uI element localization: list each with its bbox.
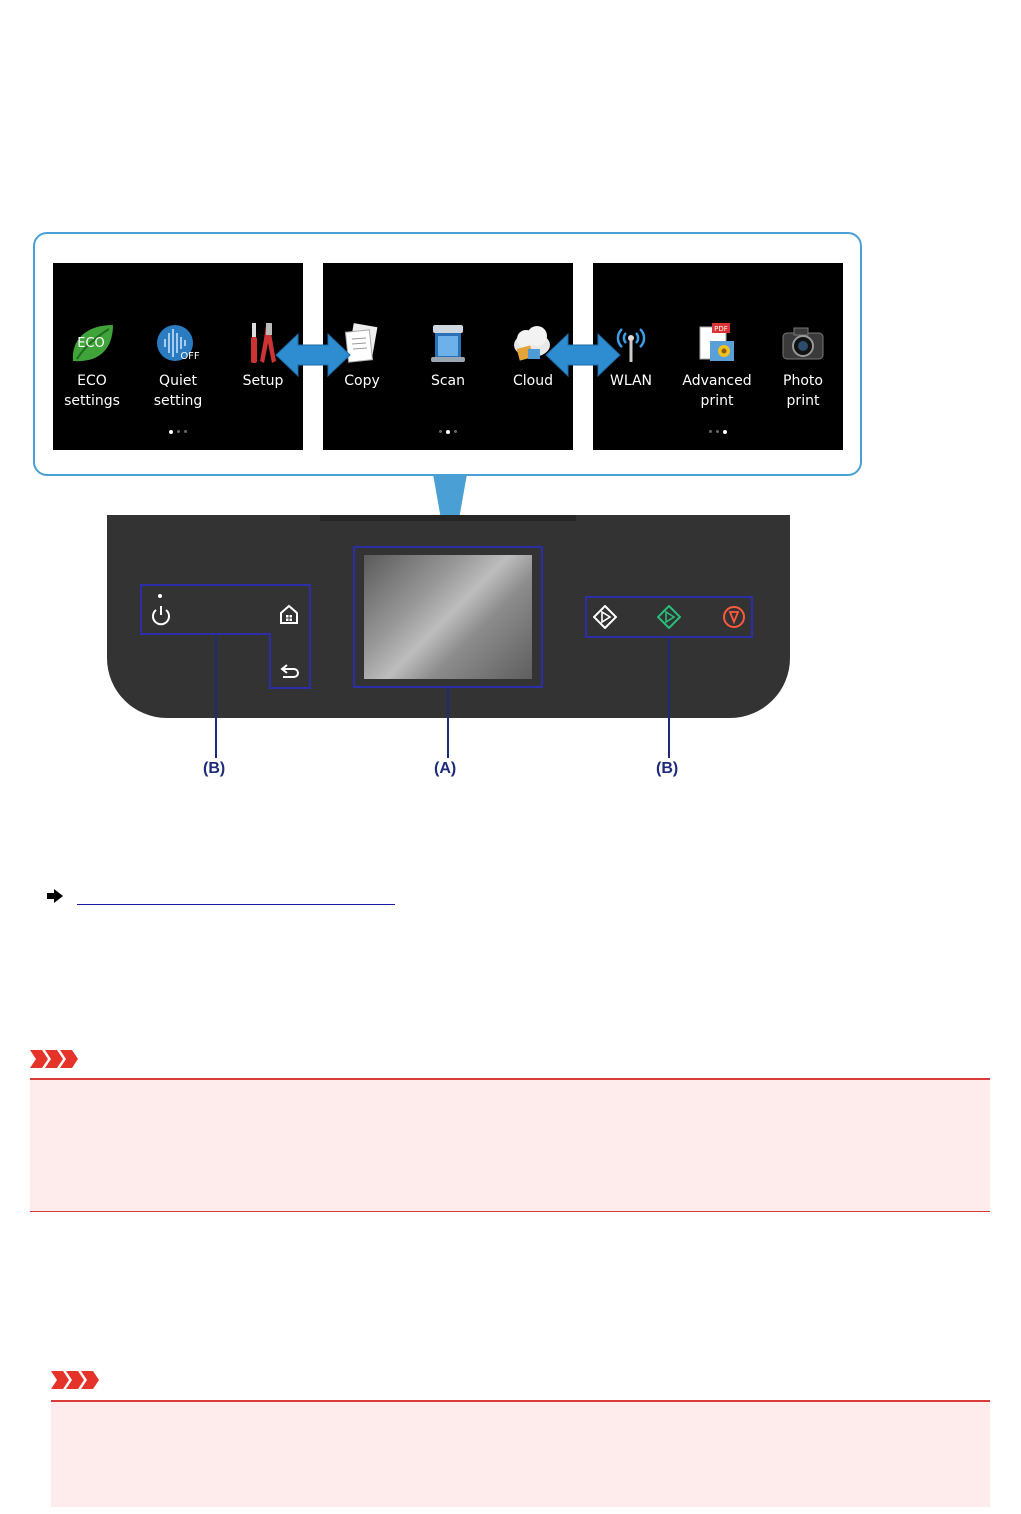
home-button[interactable]: [278, 603, 300, 625]
page-indicator: [593, 423, 843, 441]
touch-screen[interactable]: [364, 555, 532, 679]
important-icon: [30, 1050, 78, 1068]
app-label: Setup: [242, 373, 284, 389]
advanced-print-icon: PDF: [694, 321, 740, 365]
label-b-right: (B): [656, 760, 679, 777]
advanced-print-app[interactable]: PDF Advanced print: [676, 321, 758, 411]
eco-leaf-icon: ECO: [69, 321, 115, 365]
color-start-button[interactable]: [657, 605, 681, 629]
label-b-left: (B): [203, 760, 226, 777]
power-lamp: [158, 594, 162, 598]
tools-icon: [240, 321, 286, 365]
quiet-setting-app[interactable]: OFF Quiet setting: [137, 321, 219, 411]
stop-button[interactable]: [722, 605, 746, 629]
setup-app[interactable]: Setup: [222, 321, 304, 391]
app-label: print: [700, 393, 734, 409]
home-screen-page-2: Copy Scan Cloud: [323, 263, 573, 450]
black-start-button[interactable]: [593, 605, 617, 629]
important-notice-box: [51, 1400, 990, 1507]
app-label: Cloud: [513, 373, 553, 389]
app-label: WLAN: [609, 373, 652, 389]
wlan-app[interactable]: WLAN: [590, 321, 672, 391]
important-icon: [51, 1371, 99, 1389]
page-indicator: [53, 423, 303, 441]
eco-icon-text: ECO: [77, 336, 105, 351]
app-label: Copy: [344, 373, 380, 389]
left-buttons-outline: [140, 584, 311, 689]
app-label: settings: [64, 393, 120, 409]
leader-line: [668, 638, 670, 758]
app-label: Quiet: [159, 373, 197, 389]
camera-icon: [780, 321, 826, 365]
touch-screen-outline: [353, 546, 543, 688]
photo-print-app[interactable]: Photo print: [762, 321, 844, 411]
off-icon-text: OFF: [180, 351, 200, 362]
right-buttons-outline: [585, 596, 753, 638]
app-label: print: [786, 393, 820, 409]
back-button[interactable]: [279, 661, 301, 681]
pdf-icon-text: PDF: [714, 325, 728, 333]
reference-link[interactable]: [77, 886, 395, 905]
app-label: ECO: [77, 373, 107, 389]
copy-app[interactable]: Copy: [321, 321, 403, 391]
page-indicator: [323, 423, 573, 441]
app-label: Advanced: [682, 373, 752, 389]
leader-line: [215, 636, 217, 758]
swipe-arrow-icon: [545, 332, 621, 378]
home-screen-page-3: WLAN PDF Advanced print Photo: [593, 263, 843, 450]
cloud-app[interactable]: Cloud: [492, 321, 574, 391]
copy-documents-icon: [339, 321, 385, 365]
leader-line: [447, 688, 449, 758]
quiet-sound-icon: OFF: [155, 321, 201, 365]
app-label: Scan: [430, 373, 466, 389]
arrow-right-icon: [47, 889, 63, 903]
panel-slot: [320, 515, 576, 521]
app-label: setting: [153, 393, 203, 409]
important-notice-box: [30, 1078, 990, 1212]
scanner-icon: [425, 321, 471, 365]
swipe-arrow-icon: [275, 332, 351, 378]
label-a: (A): [434, 760, 457, 777]
power-button[interactable]: [150, 604, 172, 626]
wlan-antenna-icon: [608, 321, 654, 365]
cloud-icon: [510, 321, 556, 365]
scan-app[interactable]: Scan: [407, 321, 489, 391]
home-screen-page-1: ECO ECO settings OFF Quiet setting: [53, 263, 303, 450]
eco-settings-app[interactable]: ECO ECO settings: [51, 321, 133, 411]
app-label: Photo: [783, 373, 823, 389]
